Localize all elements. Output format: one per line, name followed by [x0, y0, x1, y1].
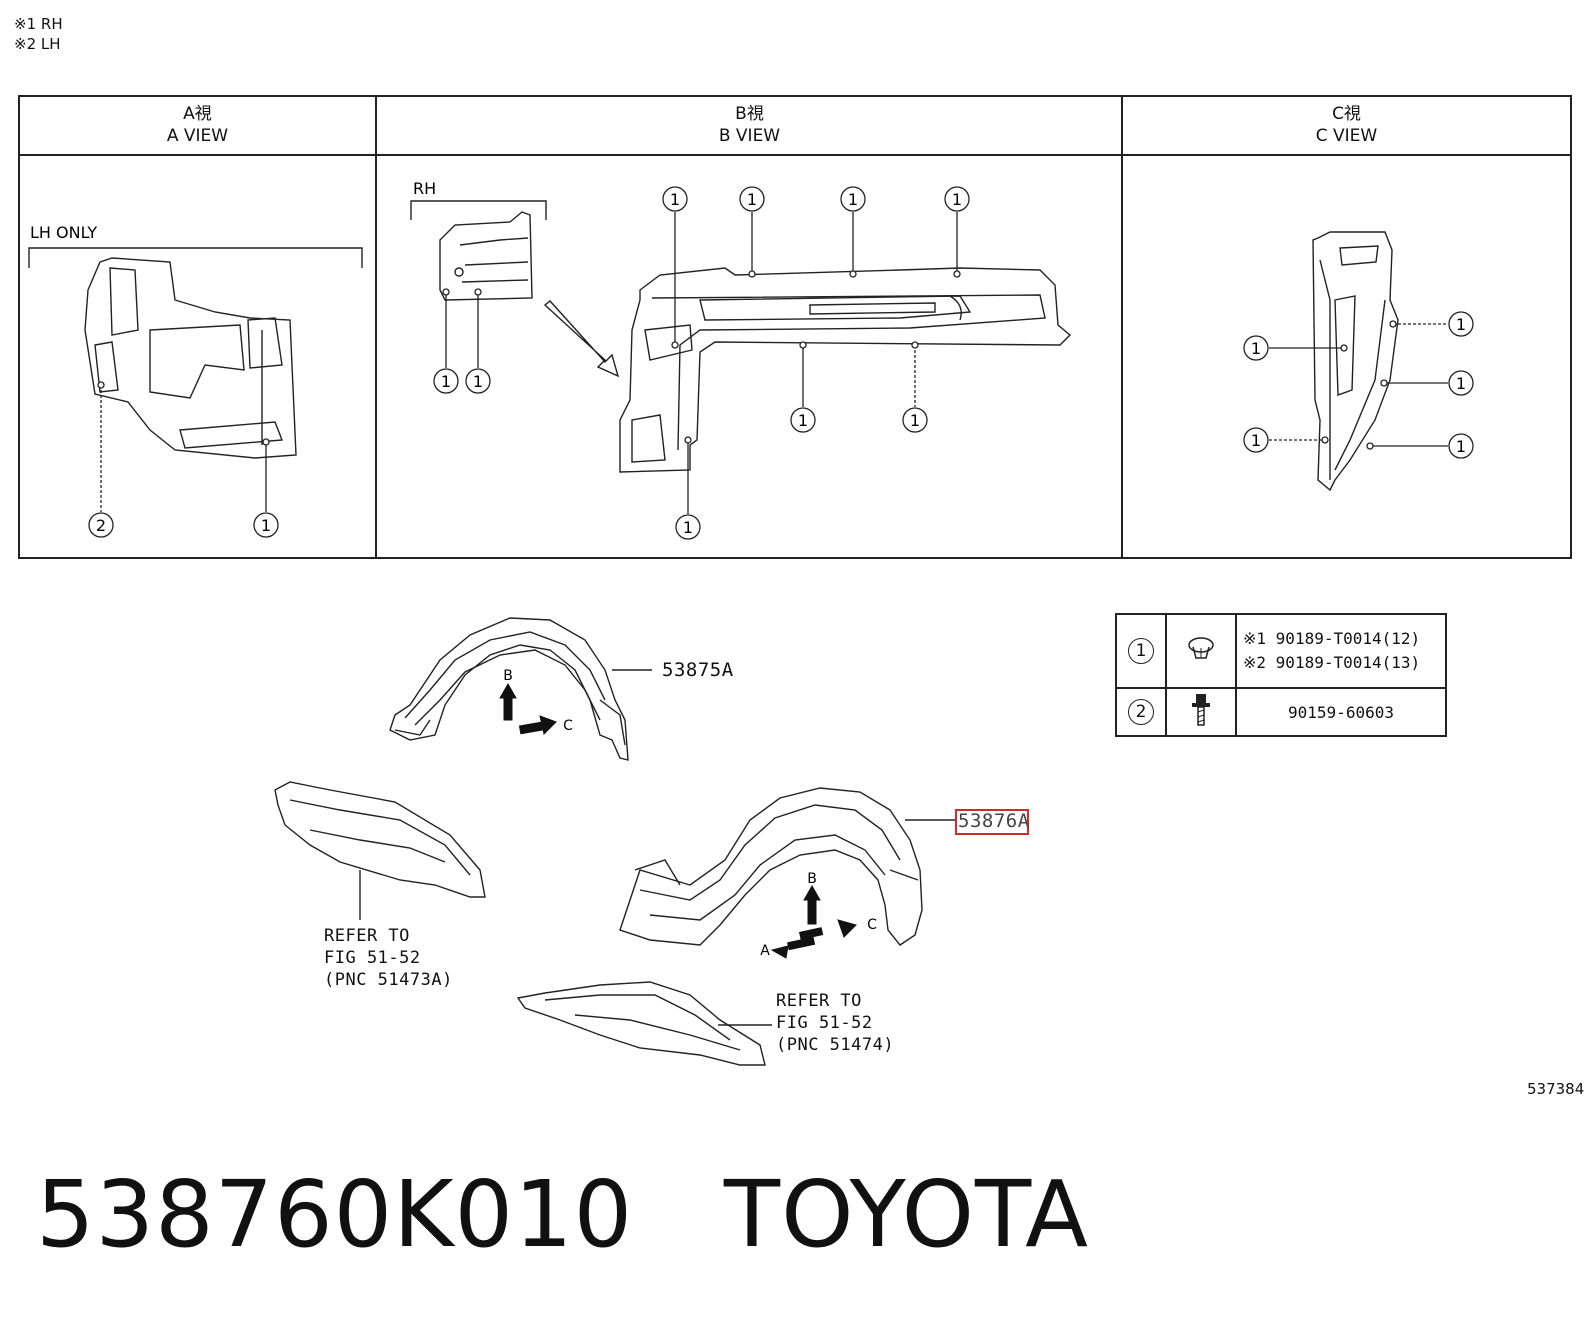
- table-row: 1 ※1 90189-T0014(12) ※2 90189-T0014(13): [1115, 613, 1447, 689]
- view-c-jp: C視: [1332, 104, 1361, 124]
- part-number-cell: 1: [1115, 613, 1167, 689]
- view-b-en: B VIEW: [718, 126, 781, 146]
- upper-fender-liner: [389, 617, 629, 761]
- part-label-53876a: 53876A: [958, 810, 1030, 832]
- view-b-callout: 1: [683, 518, 693, 537]
- part-number-cell: 2: [1115, 687, 1167, 737]
- lower-arrow-c-label: C: [867, 917, 877, 933]
- lower-liner-arrows: [770, 884, 857, 959]
- part-number-text: ※1 90189-T0014(12) ※2 90189-T0014(13): [1235, 613, 1447, 689]
- part-num-badge: 1: [1128, 638, 1154, 664]
- legend: ※1 RH ※2 LH: [14, 14, 63, 54]
- view-c-callout: 1: [1456, 437, 1466, 456]
- legend-lh: ※2 LH: [14, 35, 61, 53]
- view-a-callout-2: 2: [96, 516, 106, 535]
- parts-table: 1 ※1 90189-T0014(12) ※2 90189-T0014(13) …: [1115, 613, 1447, 737]
- view-b-callout: 1: [848, 190, 858, 209]
- view-b-callout: 1: [670, 190, 680, 209]
- highlight-box: [955, 809, 1029, 835]
- legend-rh: ※1 RH: [14, 15, 63, 33]
- callout-circle: [88, 512, 114, 538]
- view-frame: [18, 95, 1572, 559]
- lower-arrow-b-label: B: [807, 871, 817, 887]
- title-brand: TOYOTA: [723, 1161, 1090, 1268]
- view-c-callout: 1: [1456, 315, 1466, 334]
- side-shield-1: [274, 781, 486, 898]
- part-label-53875a: 53875A: [662, 659, 734, 681]
- view-a-jp: A視: [183, 104, 212, 124]
- page-title: 538760K010 TOYOTA: [36, 1165, 1089, 1265]
- table-row: 2 90159-60603: [1115, 687, 1447, 737]
- view-b-callout: 1: [798, 411, 808, 430]
- diagram-id: 537384: [1527, 1080, 1585, 1098]
- view-a-bracket-label: LH ONLY: [30, 223, 97, 242]
- screw-icon: [1165, 687, 1237, 737]
- title-part-number: 538760K010: [36, 1161, 634, 1268]
- lower-arrow-a-label: A: [760, 943, 770, 959]
- part-num-badge: 2: [1128, 699, 1154, 725]
- upper-arrow-b-label: B: [503, 668, 513, 684]
- view-c-callout: 1: [1456, 374, 1466, 393]
- upper-liner-arrows: [499, 682, 557, 735]
- view-b-bracket-label: RH: [413, 179, 436, 198]
- view-a-en: A VIEW: [166, 126, 229, 146]
- view-b-callout: 1: [441, 372, 451, 391]
- view-a-drawing: [28, 247, 363, 459]
- view-b-callout: 1: [473, 372, 483, 391]
- view-b-callout: 1: [910, 411, 920, 430]
- view-c-callout: 1: [1251, 431, 1261, 450]
- view-c-en: C VIEW: [1315, 126, 1378, 146]
- side-shield-2: [516, 981, 766, 1066]
- upper-arrow-c-label: C: [563, 718, 573, 734]
- callout-circle: [253, 512, 279, 538]
- view-b-callout: 1: [747, 190, 757, 209]
- part-number-text: 90159-60603: [1235, 687, 1447, 737]
- view-a-heading: A視 A VIEW: [19, 97, 376, 154]
- view-a-callouts: [88, 381, 279, 538]
- view-b-jp: B視: [735, 104, 764, 124]
- view-c-callout: 1: [1251, 339, 1261, 358]
- view-b-callout: 1: [952, 190, 962, 209]
- refer-note-1: REFER TO FIG 51-52 (PNC 51473A): [324, 926, 453, 990]
- view-c-callout-numbers: 1 1 1 1 1: [1251, 315, 1466, 456]
- view-c-callouts: [1243, 311, 1474, 459]
- view-a-callout-1: 1: [261, 516, 271, 535]
- refer-note-2: REFER TO FIG 51-52 (PNC 51474): [776, 991, 895, 1055]
- lower-fender-liner: [619, 787, 923, 946]
- view-b-callout-numbers: 1 1 1 1 1 1 1 1 1: [441, 190, 962, 537]
- clip-icon: [1165, 613, 1237, 689]
- view-b-drawing: [410, 200, 1072, 473]
- view-c-drawing: [1312, 231, 1399, 492]
- view-b-heading: B視 B VIEW: [377, 97, 1122, 154]
- view-b-callouts: [433, 186, 970, 540]
- view-c-heading: C視 C VIEW: [1123, 97, 1570, 154]
